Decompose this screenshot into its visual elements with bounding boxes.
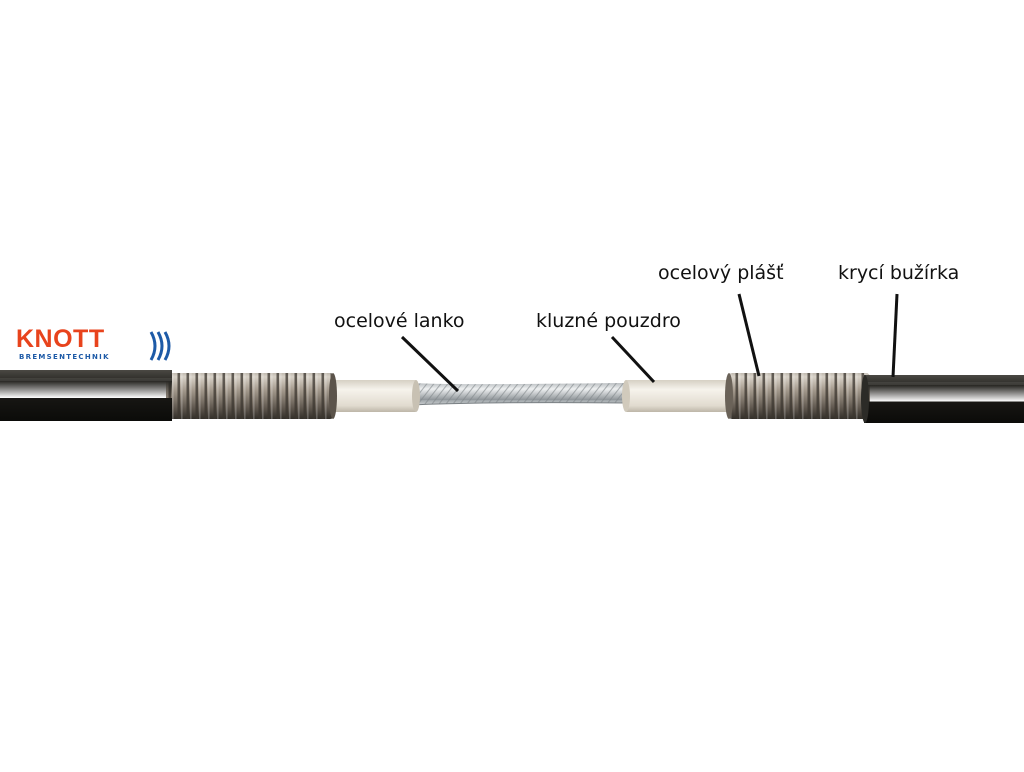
knott-logo: KNOTT BREMSENTECHNIK: [16, 325, 171, 369]
leader-line-steel-cable: [400, 335, 460, 393]
leader-line-sliding-sleeve: [610, 335, 656, 384]
label-sliding-sleeve: kluzné pouzdro: [536, 310, 681, 332]
sliding-sleeve-left: [332, 380, 420, 412]
label-steel-cable: ocelové lanko: [334, 310, 465, 332]
label-cover-tube: krycí bužírka: [838, 262, 960, 284]
steel-cable: [411, 383, 627, 406]
cover-tube-left: [0, 370, 172, 421]
steel-sheath-right: [725, 373, 870, 419]
cover-tube-right: [861, 375, 1024, 423]
label-steel-sheath: ocelový plášť: [658, 262, 784, 284]
sliding-sleeve-right: [622, 380, 734, 412]
logo-tagline: BREMSENTECHNIK: [19, 353, 110, 361]
steel-sheath-left: [166, 373, 337, 419]
logo-wordmark: KNOTT: [16, 325, 105, 353]
leader-line-cover-tube: [891, 293, 899, 378]
logo-arcs-icon: [149, 331, 171, 361]
leader-line-steel-sheath: [737, 293, 761, 377]
